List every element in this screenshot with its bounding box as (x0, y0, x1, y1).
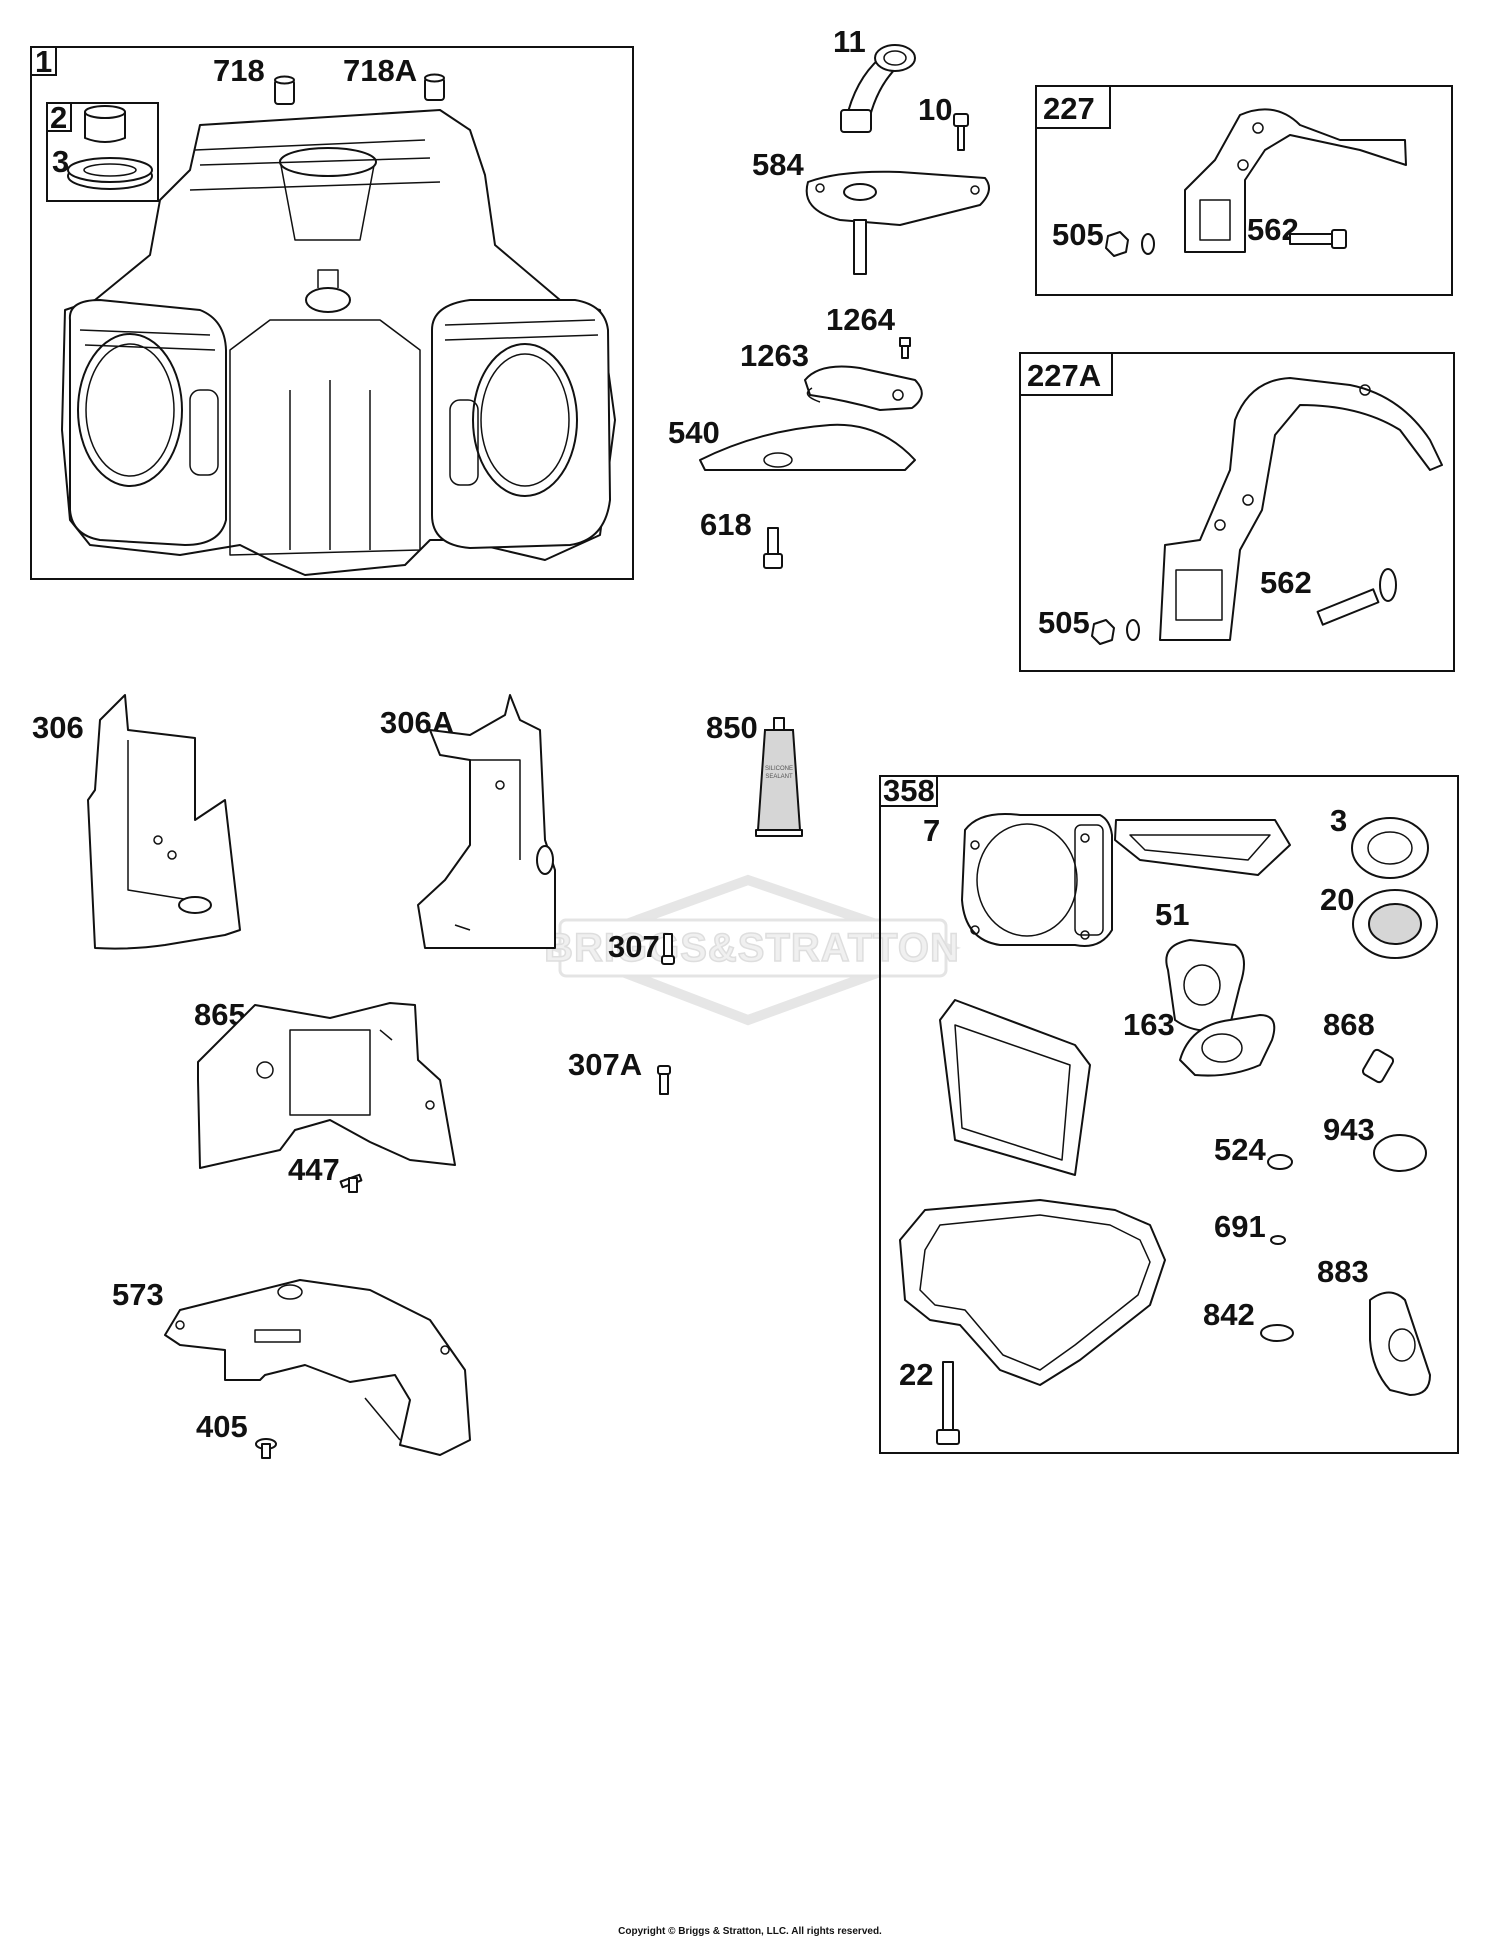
group-358-frame (879, 775, 1459, 1454)
group-1-label: 1 (35, 44, 52, 79)
gasket-part-163 (1179, 1014, 1276, 1077)
shroud-part-865 (197, 1002, 456, 1169)
o-ring-part-691 (1270, 1235, 1286, 1245)
callout-573: 573 (112, 1277, 164, 1312)
callout-562-227A: 562 (1260, 565, 1312, 600)
screw-part-307A (657, 1065, 671, 1095)
callout-505-227: 505 (1052, 217, 1104, 252)
group-227A-label-box (1019, 352, 1113, 396)
callout-3-seal: 3 (52, 144, 69, 179)
tube-label-line2: SEALANT (765, 774, 793, 780)
spacer-part-868 (1361, 1048, 1395, 1084)
callout-51: 51 (1155, 897, 1189, 932)
valve-cover-gasket (939, 999, 1091, 1176)
callout-842: 842 (1203, 1297, 1255, 1332)
callout-20: 20 (1320, 882, 1354, 917)
subgroup-2-frame (46, 102, 159, 202)
group-358-label-box (879, 775, 938, 807)
bracket-part-227 (1184, 108, 1407, 253)
screw-part-405 (255, 1438, 277, 1459)
callout-307A: 307A (568, 1047, 642, 1082)
subgroup-2-label-box (46, 102, 72, 132)
group-1-label-box (30, 46, 57, 76)
group-227-label-box (1035, 85, 1111, 129)
dowel-pin-718 (274, 75, 295, 105)
callout-11: 11 (833, 24, 866, 59)
callout-883: 883 (1317, 1254, 1369, 1289)
callout-10: 10 (918, 92, 952, 127)
callout-163: 163 (1123, 1007, 1175, 1042)
callout-718: 718 (213, 53, 265, 88)
callout-1263: 1263 (740, 338, 809, 373)
oil-seal-part-20 (1352, 889, 1438, 959)
callout-1264: 1264 (826, 302, 896, 337)
screw-part-1264 (899, 337, 911, 359)
group-227A-frame (1019, 352, 1455, 672)
dowel-pin-718A (424, 73, 445, 101)
nut-part-505-227 (1105, 231, 1155, 257)
cylinder-block-part-1 (61, 109, 616, 576)
group-227-frame (1035, 85, 1453, 296)
callout-850: 850 (706, 710, 758, 745)
gasket-part-883 (1369, 1291, 1431, 1396)
callout-307: 307 (608, 929, 660, 964)
callout-943: 943 (1323, 1112, 1375, 1147)
callout-405: 405 (196, 1409, 248, 1444)
callout-22: 22 (899, 1357, 933, 1392)
callout-868: 868 (1323, 1007, 1375, 1042)
brand-watermark: BRIGGS&STRATTON (543, 874, 962, 1026)
callout-718A: 718A (343, 53, 417, 88)
breather-gasket (1114, 819, 1291, 876)
breather-tube-part-11 (840, 44, 916, 133)
callout-2: 2 (50, 100, 67, 135)
sealant-tube-part-850: SILICONE SEALANT (755, 717, 803, 837)
group-1-frame (30, 46, 634, 580)
head-gasket-part-7 (961, 813, 1113, 947)
callout-7: 7 (923, 813, 940, 848)
callout-505-227A: 505 (1038, 605, 1090, 640)
bolt-part-562-227A (1316, 568, 1397, 626)
callout-584: 584 (752, 147, 804, 182)
callout-691: 691 (1214, 1209, 1266, 1244)
callout-540: 540 (668, 415, 720, 450)
o-ring-part-842 (1260, 1324, 1294, 1342)
gasket-part-540 (699, 423, 916, 471)
o-ring-part-943 (1373, 1134, 1427, 1172)
nut-part-505-227A (1091, 619, 1140, 645)
lever-part-1263 (804, 365, 923, 411)
callout-447: 447 (288, 1152, 340, 1187)
bracket-part-227A (1159, 377, 1443, 641)
shroud-part-306 (87, 694, 241, 950)
group-227A-label: 227A (1027, 358, 1101, 393)
group-358-label: 358 (883, 773, 935, 808)
screw-part-10 (953, 113, 969, 151)
gasket-part-51 (1165, 939, 1245, 1032)
watermark-text: BRIGGS&STRATTON (544, 926, 960, 970)
copyright-notice: Copyright © Briggs & Stratton, LLC. All … (618, 1926, 882, 1937)
screw-part-618 (763, 527, 783, 569)
group-227-label: 227 (1043, 91, 1095, 126)
bolt-part-562-227 (1289, 229, 1347, 249)
callout-3-358: 3 (1330, 803, 1347, 838)
shroud-part-306A (417, 694, 556, 949)
oil-seal-part-3-358 (1351, 817, 1429, 879)
callout-524: 524 (1214, 1132, 1266, 1167)
crankcase-gasket (899, 1199, 1166, 1386)
baffle-part-573 (164, 1279, 471, 1456)
bushing-part-2 (84, 105, 126, 143)
tube-label-line1: SILICONE (765, 766, 793, 772)
oil-seal-part-3 (67, 157, 153, 190)
o-ring-part-524 (1267, 1154, 1293, 1170)
screw-part-447 (339, 1173, 363, 1193)
screw-part-307 (661, 933, 675, 965)
governor-plate-part-584 (805, 170, 990, 275)
bolt-part-22 (936, 1361, 960, 1445)
callout-306: 306 (32, 710, 84, 745)
callout-618: 618 (700, 507, 752, 542)
